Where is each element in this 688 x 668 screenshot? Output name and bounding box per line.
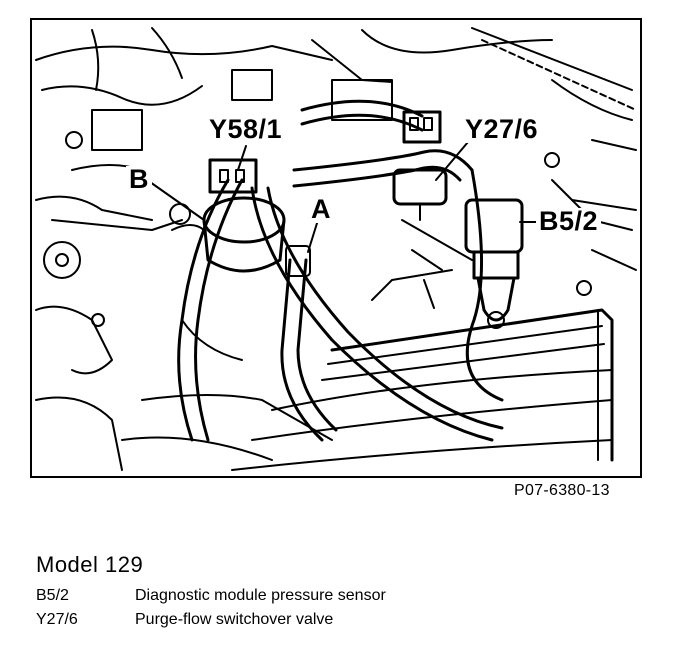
legend-row: Y27/6 Purge-flow switchover valve [36, 608, 386, 632]
leader-a [307, 219, 319, 253]
leader-b [149, 181, 205, 221]
engine-line-drawing [35, 27, 637, 471]
legend-code: Y27/6 [36, 611, 78, 628]
caption: Model 129 B5/2 Diagnostic module pressur… [36, 552, 386, 632]
engine-bay-illustration: Y58/1 Y27/6 B5/2 B A [30, 18, 642, 478]
model-title: Model 129 [36, 552, 144, 577]
callout-y27-6: Y27/6 [462, 116, 542, 143]
legend-code: B5/2 [36, 587, 69, 604]
figure-id: P07-6380-13 [514, 482, 610, 499]
legend-row: B5/2 Diagnostic module pressure sensor [36, 584, 386, 608]
callout-y58-1: Y58/1 [206, 116, 286, 143]
callout-b5-2: B5/2 [536, 208, 602, 235]
callout-b: B [126, 166, 152, 193]
leader-y27 [435, 141, 469, 181]
legend-description: Purge-flow switchover valve [135, 611, 334, 628]
leader-y58 [237, 145, 247, 171]
callout-a: A [308, 196, 334, 223]
legend-description: Diagnostic module pressure sensor [135, 587, 386, 604]
